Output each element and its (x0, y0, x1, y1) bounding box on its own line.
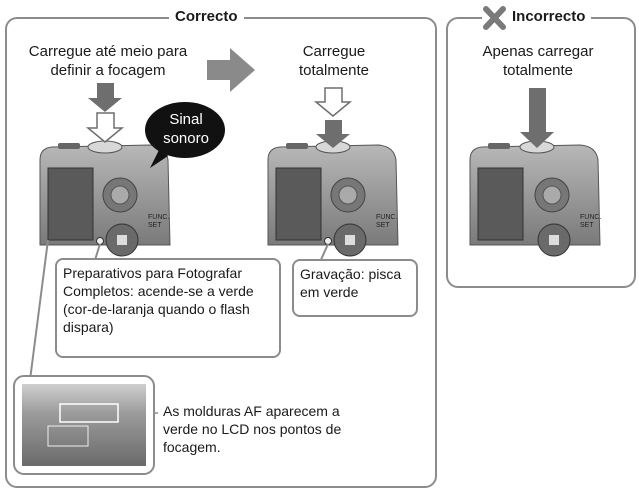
incorrect-title: Incorrecto (506, 8, 592, 26)
press-full-arrow-icon (316, 120, 350, 148)
press-half-arrow-icon (88, 83, 122, 112)
step-full-label: Carregue totalmente (298, 43, 370, 79)
beep-bubble (145, 102, 225, 168)
recording-callout: Gravação: pisca em verde (292, 259, 418, 317)
camera-2-image (267, 140, 399, 257)
camera-1-image (39, 140, 171, 257)
x-icon (483, 6, 506, 30)
next-step-arrow-icon (207, 48, 255, 92)
press-full-long-arrow-icon (520, 88, 554, 148)
func-set-label-2: FUNC. SET (376, 214, 398, 229)
lcd-preview-image (13, 375, 155, 475)
step-half-label: Carregue até meio para definir a focagem (28, 43, 188, 79)
ready-callout: Preparativos para Fotografar Completos: … (55, 258, 281, 358)
func-set-label-3: FUNC. SET (580, 214, 602, 229)
correct-title: Correcto (169, 8, 244, 26)
press-full-outline-arrow-icon (313, 87, 353, 117)
func-set-label-1: FUNC. SET (148, 214, 170, 229)
af-frames-text: As molduras AF aparecem a verde no LCD n… (163, 403, 342, 455)
beep-label: Sinal sonoro (163, 111, 209, 147)
camera-3-image (469, 140, 601, 257)
incorrect-instruction-label: Apenas carregar totalmente (482, 43, 594, 79)
press-half-outline-arrow-icon (85, 112, 125, 143)
